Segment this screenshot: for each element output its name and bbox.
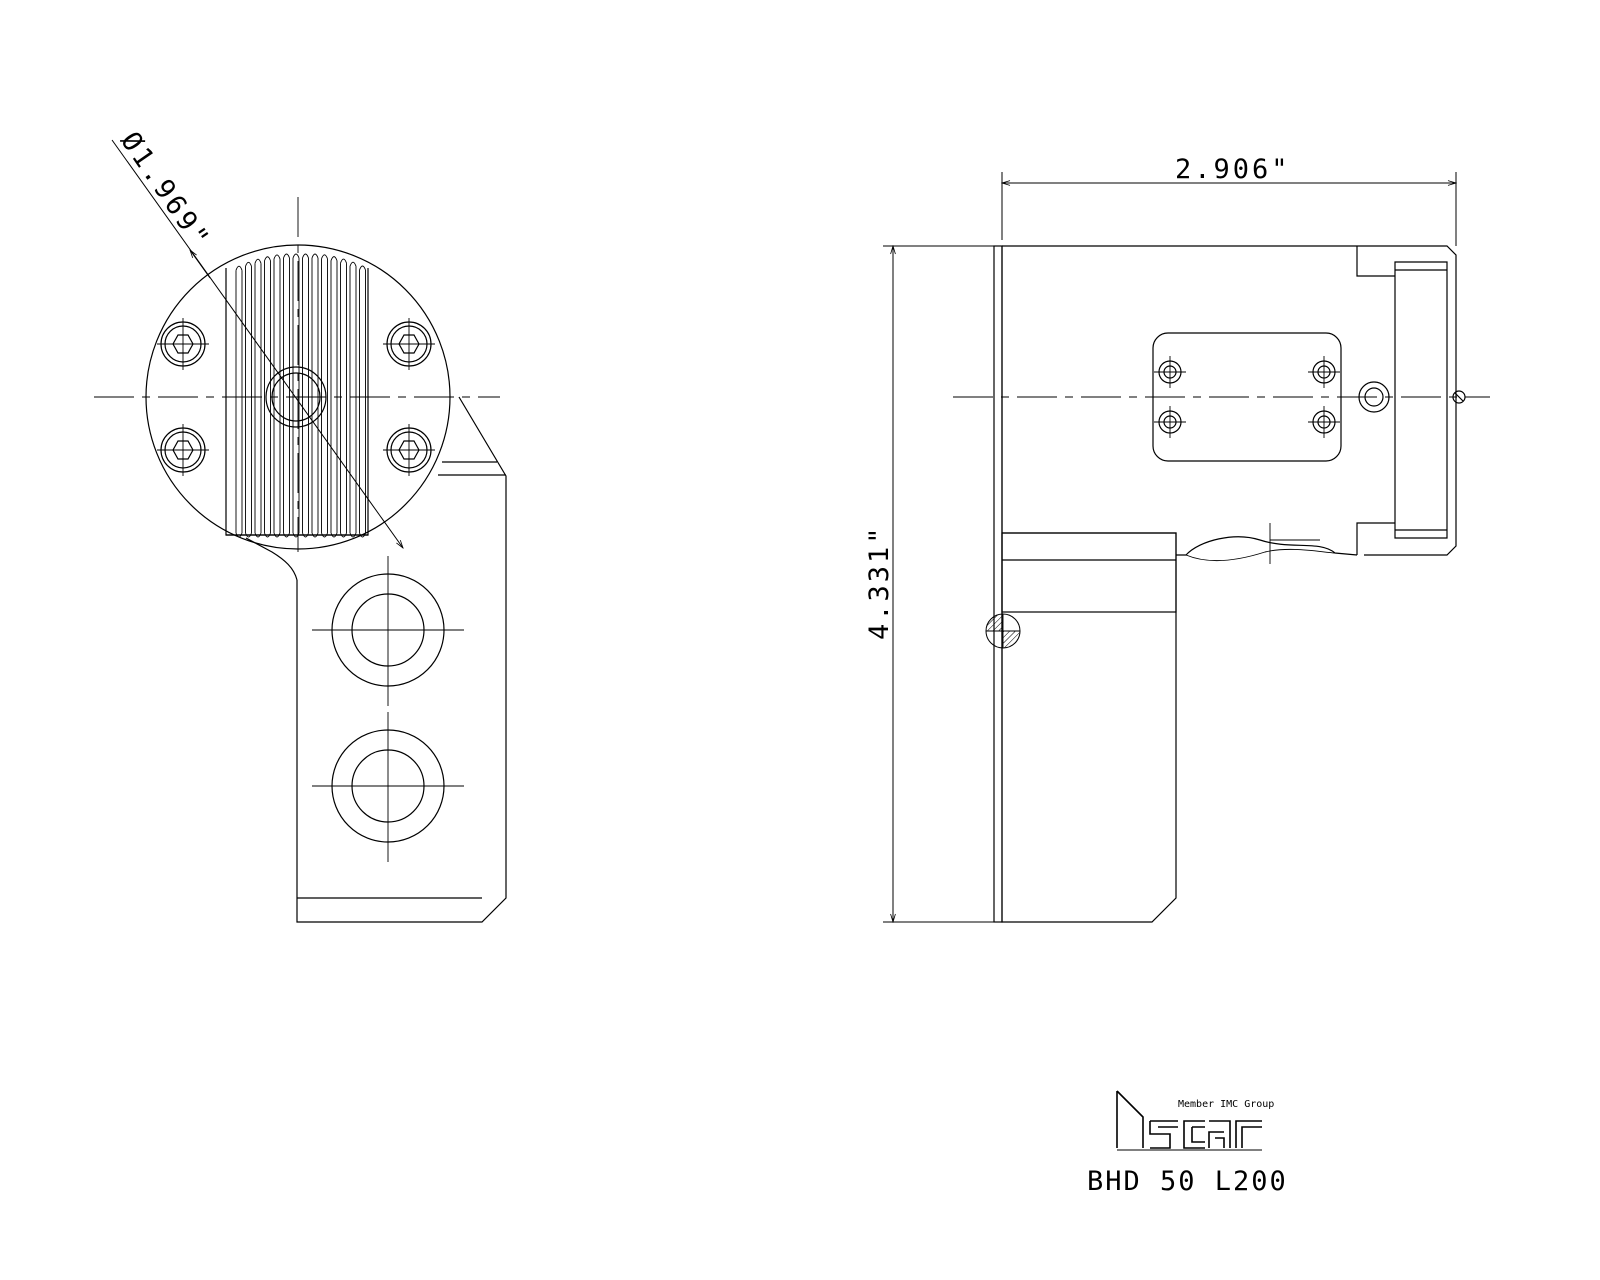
width-label: 2.906" [1175, 154, 1291, 185]
side-view-centerlines [953, 356, 1490, 648]
side-view-face-plate [993, 245, 1003, 923]
front-view [145, 244, 507, 923]
knurled-band [225, 253, 369, 538]
member-tagline: Member IMC Group [1178, 1099, 1274, 1110]
side-view-body-outline [1001, 245, 1457, 923]
front-view-body-outline [296, 396, 507, 923]
side-view-break-line [1176, 536, 1358, 556]
knurl-lines [235, 253, 366, 538]
diameter-dimension [111, 139, 403, 548]
side-view-shank-block [1001, 532, 1177, 613]
part-number: BHD 50 L200 [1087, 1166, 1288, 1197]
front-view-centerlines [94, 197, 500, 862]
diameter-label: Ø1.969" [114, 126, 216, 255]
side-view-top-step [1356, 246, 1395, 277]
side-view-bottom-step [1356, 522, 1395, 555]
side-view [883, 245, 1466, 923]
iscar-logo [1116, 1090, 1262, 1151]
width-dimension [1002, 172, 1456, 246]
diameter-leader-line [111, 139, 403, 548]
side-view-clamp-pad [1394, 261, 1448, 539]
height-label: 4.331" [864, 524, 895, 640]
front-view-fillet [245, 537, 298, 581]
